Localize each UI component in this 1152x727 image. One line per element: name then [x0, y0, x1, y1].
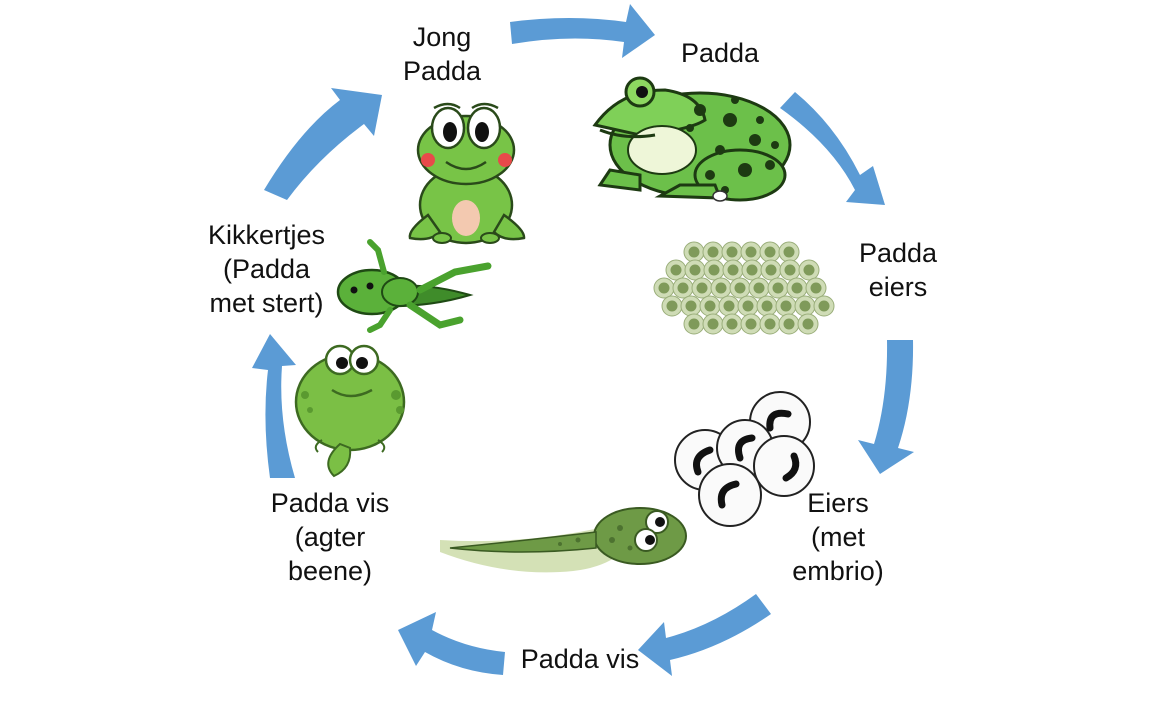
egg-yolk [802, 318, 814, 330]
label-line: eiers [868, 272, 928, 302]
arrow-padda-vis-to-agter-beene [398, 612, 505, 675]
egg-yolk [707, 246, 719, 258]
egg-yolk [745, 318, 757, 330]
label-line: Padda vis [520, 644, 640, 674]
egg-yolk [745, 246, 757, 258]
label-line: (Padda [222, 254, 311, 284]
egg-yolk [707, 318, 719, 330]
label-line: embrio) [792, 556, 884, 586]
label-line: Padda [858, 238, 938, 268]
egg-yolk [783, 246, 795, 258]
label-line: Padda [680, 38, 760, 68]
egg-yolk [784, 264, 796, 276]
egg-yolk [688, 246, 700, 258]
label-line: beene) [287, 556, 373, 586]
label-line: met stert) [209, 288, 324, 318]
froglet-icon [336, 239, 492, 333]
label-padda-eiers: Padda eiers [838, 236, 958, 304]
cycle-arrow-icon [264, 88, 382, 200]
egg-yolk [727, 264, 739, 276]
egg-yolk [746, 264, 758, 276]
egg-yolk [696, 282, 708, 294]
label-padda-vis: Padda vis [505, 642, 655, 676]
arrow-eiers-to-embrio [858, 340, 914, 474]
egg-yolk [765, 264, 777, 276]
young-frog-icon [408, 102, 526, 245]
cycle-arrow-icon [638, 594, 771, 676]
label-padda: Padda [660, 36, 780, 70]
egg-yolk [670, 264, 682, 276]
tadpole-icon [440, 507, 687, 573]
egg-yolk [803, 264, 815, 276]
label-line: Padda [402, 56, 482, 86]
egg-yolk [734, 282, 746, 294]
arrow-padda-to-eiers [780, 92, 885, 205]
label-jong-padda: Jong Padda [392, 20, 492, 88]
cycle-arrows [252, 4, 914, 676]
arrow-embrio-to-padda-vis [638, 594, 771, 676]
label-line: Eiers [807, 488, 869, 518]
egg-yolk [658, 282, 670, 294]
egg-yolk [791, 282, 803, 294]
egg-yolk [726, 246, 738, 258]
label-line: Kikkertjes [207, 220, 326, 250]
egg-cluster-icon [653, 241, 835, 335]
egg-yolk [715, 282, 727, 294]
cycle-arrow-icon [858, 340, 914, 474]
egg-yolk [753, 282, 765, 294]
label-kikkertjes: Kikkertjes (Padda met stert) [194, 218, 339, 320]
cycle-arrow-icon [780, 92, 885, 205]
egg-yolk [772, 282, 784, 294]
label-line: Padda vis [270, 488, 390, 518]
egg-yolk [761, 300, 773, 312]
egg-yolk [783, 318, 795, 330]
egg-yolk [742, 300, 754, 312]
egg-yolk [704, 300, 716, 312]
egg-yolk [677, 282, 689, 294]
egg-yolk [818, 300, 830, 312]
egg-yolk [708, 264, 720, 276]
embryo-egg-icon [674, 391, 815, 527]
egg-yolk [764, 246, 776, 258]
cycle-arrow-icon [510, 4, 655, 58]
egg-yolk [764, 318, 776, 330]
egg-yolk [689, 264, 701, 276]
label-eiers-met-embrio: Eiers (met embrio) [778, 486, 898, 588]
label-line: (met [811, 522, 865, 552]
egg-yolk [810, 282, 822, 294]
egg-yolk [799, 300, 811, 312]
arrow-jong-to-padda [510, 4, 655, 58]
egg-yolk [688, 318, 700, 330]
cycle-arrow-icon [398, 612, 505, 675]
egg-yolk [723, 300, 735, 312]
label-line: (agter [294, 522, 366, 552]
label-padda-vis-agter-beene: Padda vis (agter beene) [255, 486, 405, 588]
egg-yolk [780, 300, 792, 312]
egg-yolk [726, 318, 738, 330]
tadpole-legs-icon [294, 344, 406, 478]
frog-icon [592, 76, 792, 202]
egg-yolk [666, 300, 678, 312]
arrow-kikkertjes-to-jong [264, 88, 382, 200]
egg-yolk [685, 300, 697, 312]
arrow-agter-beene-to-kikkertjes [252, 334, 296, 478]
cycle-arrow-icon [252, 334, 296, 478]
label-line: Jong [412, 22, 472, 52]
